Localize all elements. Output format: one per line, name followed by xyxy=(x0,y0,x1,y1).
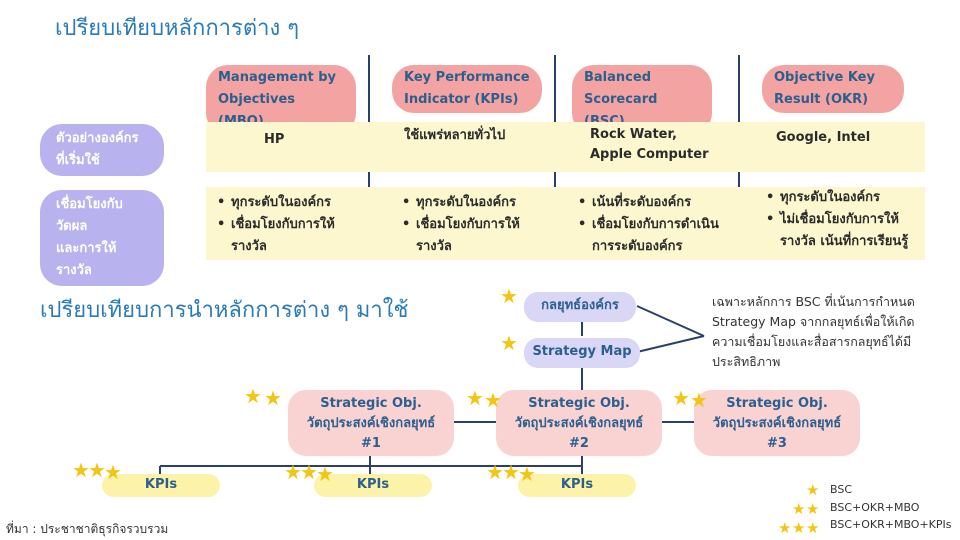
objective-line: #1 xyxy=(361,436,381,451)
star-icon: ★ xyxy=(778,519,792,537)
cell-line: ใช้แพร่หลายทั่วไป xyxy=(404,128,506,143)
header-line: Key Performance xyxy=(404,70,530,85)
cell-line: Rock Water, xyxy=(590,127,677,142)
legend-label: BSC+OKR+MBO xyxy=(830,501,920,514)
header-line: Balanced xyxy=(584,70,651,85)
star-icon: ★ xyxy=(672,386,690,410)
bullet-item: เชื่อมโยงกับการให้รางวัล xyxy=(400,214,550,258)
objective-line: Strategic Obj. xyxy=(320,396,422,411)
star-icon: ★ xyxy=(72,458,90,482)
bullet-text: รางวัล xyxy=(231,239,267,254)
star-icon: ★ xyxy=(500,331,518,355)
bsc-note: เฉพาะหลักการ BSC ที่เน้นการกำหนด Strateg… xyxy=(712,292,952,372)
bullet-item: ทุกระดับในองค์กร xyxy=(400,192,550,214)
legend-label: BSC+OKR+MBO+KPIs xyxy=(830,518,952,531)
star-icon: ★ xyxy=(104,460,122,484)
cell-org-bsc: Rock Water, Apple Computer xyxy=(590,125,709,165)
row-band-organizations xyxy=(206,122,925,172)
star-icon: ★ xyxy=(284,460,302,484)
bracket-line xyxy=(636,305,705,337)
star-icon: ★ xyxy=(486,460,504,484)
star-icon: ★ xyxy=(244,384,262,408)
bullet-item: เชื่อมโยงกับการให้รางวัล xyxy=(215,214,365,258)
star-icon: ★ xyxy=(502,460,520,484)
legend-label: BSC xyxy=(830,483,853,496)
cell-reward-kpis: ทุกระดับในองค์กร เชื่อมโยงกับการให้รางวั… xyxy=(400,192,550,258)
header-line: Objective Key xyxy=(774,70,875,85)
kpi-box-3: KPIs xyxy=(518,474,636,497)
star-icon: ★ xyxy=(88,458,106,482)
star-icon: ★ xyxy=(264,386,282,410)
cell-org-okr: Google, Intel xyxy=(776,128,870,148)
bullet-item: ทุกระดับในองค์กร xyxy=(215,192,365,214)
star-icon: ★ xyxy=(300,460,318,484)
header-okr: Objective Key Result (OKR) xyxy=(762,65,904,113)
bullet-text: รางวัล xyxy=(416,239,452,254)
objective-line: วัตถุประสงค์เชิงกลยุทธ์ xyxy=(306,416,436,431)
kpi-box-1: KPIs xyxy=(102,474,220,497)
bullet-text: เชื่อมโยงกับการให้ xyxy=(231,217,335,232)
row-label-organizations: ตัวอย่างองค์กร ที่เริ่มใช้ xyxy=(40,124,164,176)
bullet-text: เชื่อมโยงกับการดำเนิน xyxy=(592,217,719,232)
strategy-org-box: กลยุทธ์องค์กร xyxy=(524,292,636,322)
bullet-item: ไม่เชื่อมโยงกับการให้รางวัล เน้นที่การเร… xyxy=(764,209,926,253)
bullet-item: เน้นที่ระดับองค์กร xyxy=(576,192,736,214)
star-icon: ★ xyxy=(484,388,502,412)
header-line: Indicator (KPIs) xyxy=(404,92,519,107)
bullet-text: การระดับองค์กร xyxy=(592,239,683,254)
strategic-objective-3: Strategic Obj. วัตถุประสงค์เชิงกลยุทธ์ #… xyxy=(694,390,860,456)
row-label-line: ที่เริ่มใช้ xyxy=(56,153,100,168)
cell-line: Google, Intel xyxy=(776,130,871,145)
objective-line: #2 xyxy=(569,436,589,451)
star-icon: ★ xyxy=(466,386,484,410)
bullet-text: รางวัล เน้นที่การเรียนรู้ xyxy=(780,234,909,249)
objective-line: #3 xyxy=(767,436,787,451)
header-line: Result (OKR) xyxy=(774,92,869,107)
row-label-reward-link: เชื่อมโยงกับวัดผล และการให้รางวัล xyxy=(40,190,164,286)
star-icon: ★ xyxy=(806,519,820,537)
cell-org-kpis: ใช้แพร่หลายทั่วไป xyxy=(404,126,505,146)
star-icon: ★ xyxy=(806,481,820,499)
strategic-objective-2: Strategic Obj. วัตถุประสงค์เชิงกลยุทธ์ #… xyxy=(496,390,662,456)
row-label-line: เชื่อมโยงกับวัดผล xyxy=(56,197,123,234)
cell-org-mbo: HP xyxy=(264,130,284,150)
bullet-text: เชื่อมโยงกับการให้ xyxy=(416,217,520,232)
row-label-line: และการให้รางวัล xyxy=(56,241,117,278)
note-line: ประสิทธิภาพ xyxy=(712,354,781,369)
cell-reward-okr: ทุกระดับในองค์กร ไม่เชื่อมโยงกับการให้รา… xyxy=(764,187,926,253)
star-icon: ★ xyxy=(316,462,334,486)
section-title: เปรียบเทียบการนำหลักการต่าง ๆ มาใช้ xyxy=(40,298,409,323)
star-icon: ★ xyxy=(792,500,806,518)
cell-line: HP xyxy=(264,132,285,147)
star-icon: ★ xyxy=(500,284,518,308)
cell-reward-bsc: เน้นที่ระดับองค์กร เชื่อมโยงกับการดำเนิน… xyxy=(576,192,736,258)
cell-line: Apple Computer xyxy=(590,147,709,162)
bullet-text: ไม่เชื่อมโยงกับการให้ xyxy=(780,212,899,227)
objective-line: วัตถุประสงค์เชิงกลยุทธ์ xyxy=(712,416,842,431)
header-kpis: Key Performance Indicator (KPIs) xyxy=(392,65,542,113)
source-note: ที่มา : ประชาชาติธุรกิจรวบรวม xyxy=(6,522,169,536)
star-icon: ★ xyxy=(690,388,708,412)
cell-reward-mbo: ทุกระดับในองค์กร เชื่อมโยงกับการให้รางวั… xyxy=(215,192,365,258)
row-label-line: ตัวอย่างองค์กร xyxy=(56,131,139,146)
star-icon: ★ xyxy=(792,519,806,537)
page-title: เปรียบเทียบหลักการต่าง ๆ xyxy=(55,16,300,41)
star-icon: ★ xyxy=(806,500,820,518)
bullet-item: ทุกระดับในองค์กร xyxy=(764,187,926,209)
note-line: เฉพาะหลักการ BSC ที่เน้นการกำหนด xyxy=(712,294,915,309)
kpi-box-2: KPIs xyxy=(314,474,432,497)
note-line: Strategy Map จากกลยุทธ์เพื่อให้เกิด xyxy=(712,314,915,329)
note-line: ความเชื่อมโยงและสื่อสารกลยุทธ์ได้มี xyxy=(712,334,912,349)
legend: ★ BSC ★ ★ BSC+OKR+MBO ★ ★ ★ BSC+OKR+MBO+… xyxy=(778,480,955,538)
strategy-map-box: Strategy Map xyxy=(524,338,640,368)
objective-line: Strategic Obj. xyxy=(528,396,630,411)
header-line: Management by xyxy=(218,70,336,85)
objective-line: วัตถุประสงค์เชิงกลยุทธ์ xyxy=(514,416,644,431)
strategic-objective-1: Strategic Obj. วัตถุประสงค์เชิงกลยุทธ์ #… xyxy=(288,390,454,456)
objective-line: Strategic Obj. xyxy=(726,396,828,411)
star-icon: ★ xyxy=(518,462,536,486)
bracket-line xyxy=(636,335,705,353)
